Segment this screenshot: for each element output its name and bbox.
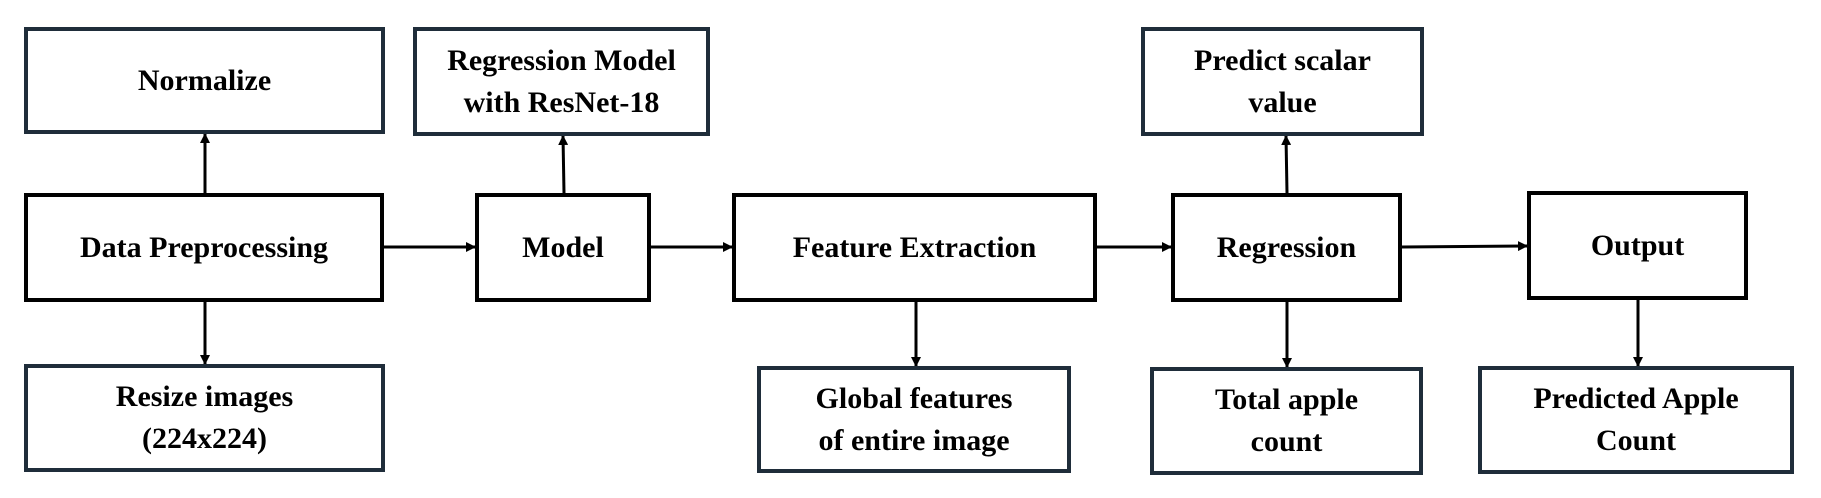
arrow-model-to-regression-model xyxy=(558,135,569,194)
normalize-box: Normalize xyxy=(24,27,385,134)
global-features-box: Global features of entire image xyxy=(757,366,1071,473)
feature-extraction-label: Feature Extraction xyxy=(792,230,1037,264)
regression-box: Regression xyxy=(1171,193,1402,302)
resize-images-line1: Resize images xyxy=(115,380,294,413)
feature-extraction-box: Feature Extraction xyxy=(732,193,1097,302)
regression-model-line2: with ResNet-18 xyxy=(463,85,660,119)
arrow-regression-to-output xyxy=(1401,241,1528,252)
predict-scalar-line1: Predict scalar xyxy=(1194,43,1371,77)
predict-scalar-line2: value xyxy=(1248,85,1317,119)
data-preprocessing-label: Data Preprocessing xyxy=(79,230,329,264)
total-apple-count-box: Total apple count xyxy=(1150,367,1423,475)
regression-label: Regression xyxy=(1216,230,1357,264)
arrow-regression-to-predict-scalar xyxy=(1281,135,1292,194)
regression-model-line1: Regression Model xyxy=(447,43,676,77)
predicted-apple-count-box: Predicted Apple Count xyxy=(1478,366,1794,474)
global-features-line1: Global features xyxy=(815,381,1013,415)
output-label: Output xyxy=(1590,228,1685,262)
model-label: Model xyxy=(522,230,604,264)
resize-images-line2: (224x224) xyxy=(142,422,267,455)
resize-images-box: Resize images (224x224) xyxy=(24,364,385,472)
output-box: Output xyxy=(1527,191,1748,300)
predicted-apple-line2: Count xyxy=(1595,424,1677,457)
predicted-apple-line1: Predicted Apple xyxy=(1533,382,1739,415)
global-features-line2: of entire image xyxy=(818,423,1010,457)
data-preprocessing-box: Data Preprocessing xyxy=(24,193,384,302)
normalize-label: Normalize xyxy=(137,63,272,97)
total-apple-line2: count xyxy=(1250,425,1323,458)
predict-scalar-box: Predict scalar value xyxy=(1141,27,1424,136)
regression-model-box: Regression Model with ResNet-18 xyxy=(413,27,710,136)
model-box: Model xyxy=(475,193,651,302)
total-apple-line1: Total apple xyxy=(1214,383,1359,416)
